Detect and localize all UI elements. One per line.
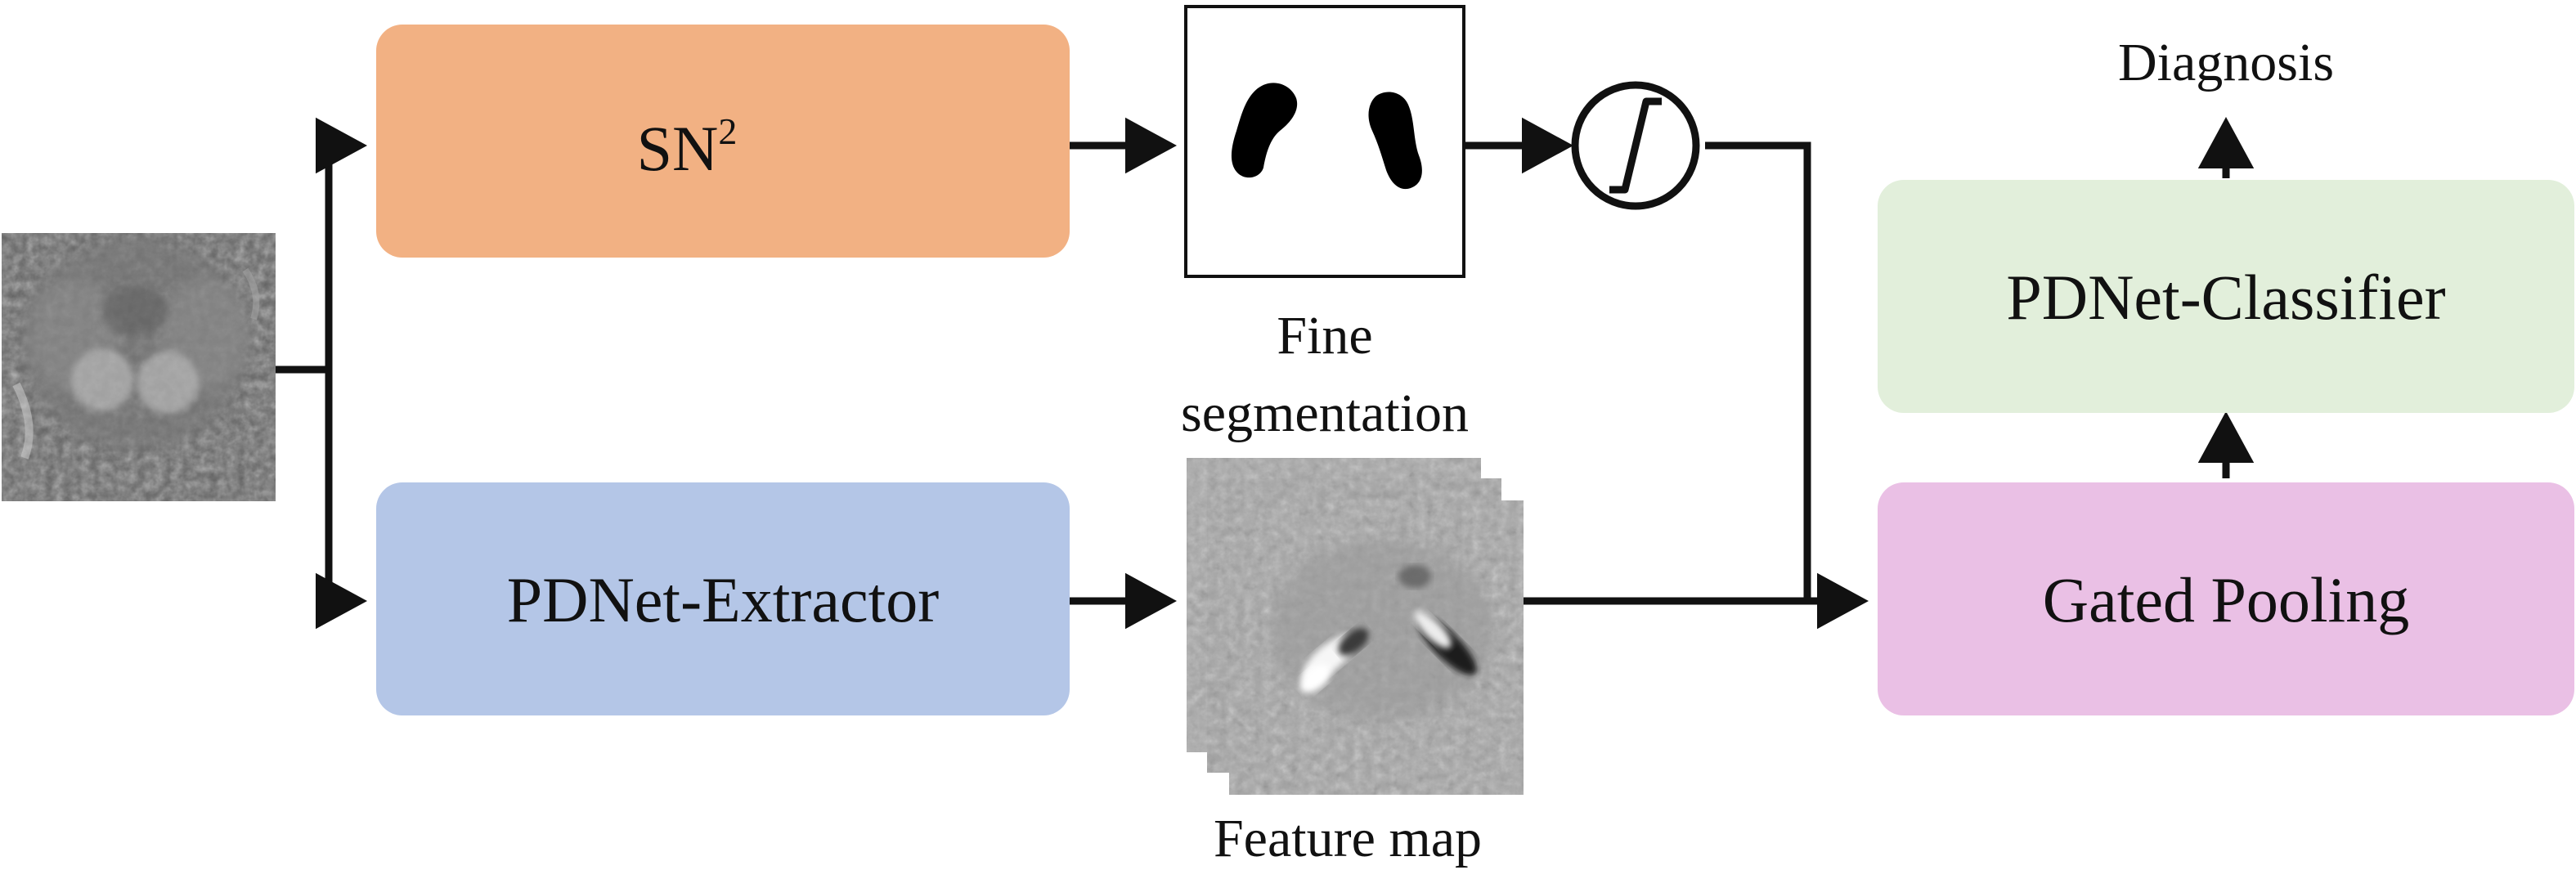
diagnosis-caption: Diagnosis (2118, 33, 2334, 92)
gated-pooling-box (1878, 482, 2574, 715)
gate-to-pooling-line (1705, 141, 1811, 601)
classifier-label: PDNet-Classifier (2006, 262, 2445, 333)
sn2-box (376, 25, 1070, 258)
fine-segmentation-caption-line1: Fine (1277, 306, 1372, 366)
extractor-box (376, 482, 1070, 715)
segmentation-right-blob (1368, 92, 1422, 190)
threshold-gate-icon (1571, 81, 1700, 210)
connectors (276, 117, 2255, 630)
feature-map-stack (1187, 458, 1524, 795)
extractor-label: PDNet-Extractor (507, 564, 940, 635)
sn2-superscript: 2 (718, 110, 737, 152)
gated-pooling-label: Gated Pooling (2043, 564, 2409, 635)
feature-map-caption: Feature map (1214, 809, 1482, 868)
classifier-block: PDNet-Classifier (1878, 180, 2574, 413)
feature-map-layer-3 (1229, 500, 1524, 795)
extractor-block: PDNet-Extractor (376, 482, 1070, 715)
gated-pooling-block: Gated Pooling (1878, 482, 2574, 715)
fine-segmentation-caption-line2: segmentation (1181, 383, 1469, 443)
sn2-block: SN2 (376, 25, 1070, 258)
input-mri-image (2, 233, 276, 501)
sn2-label: SN2 (637, 110, 738, 184)
segmentation-left-blob (1231, 83, 1298, 178)
fine-segmentation-image (1184, 5, 1465, 278)
classifier-box (1878, 180, 2574, 413)
